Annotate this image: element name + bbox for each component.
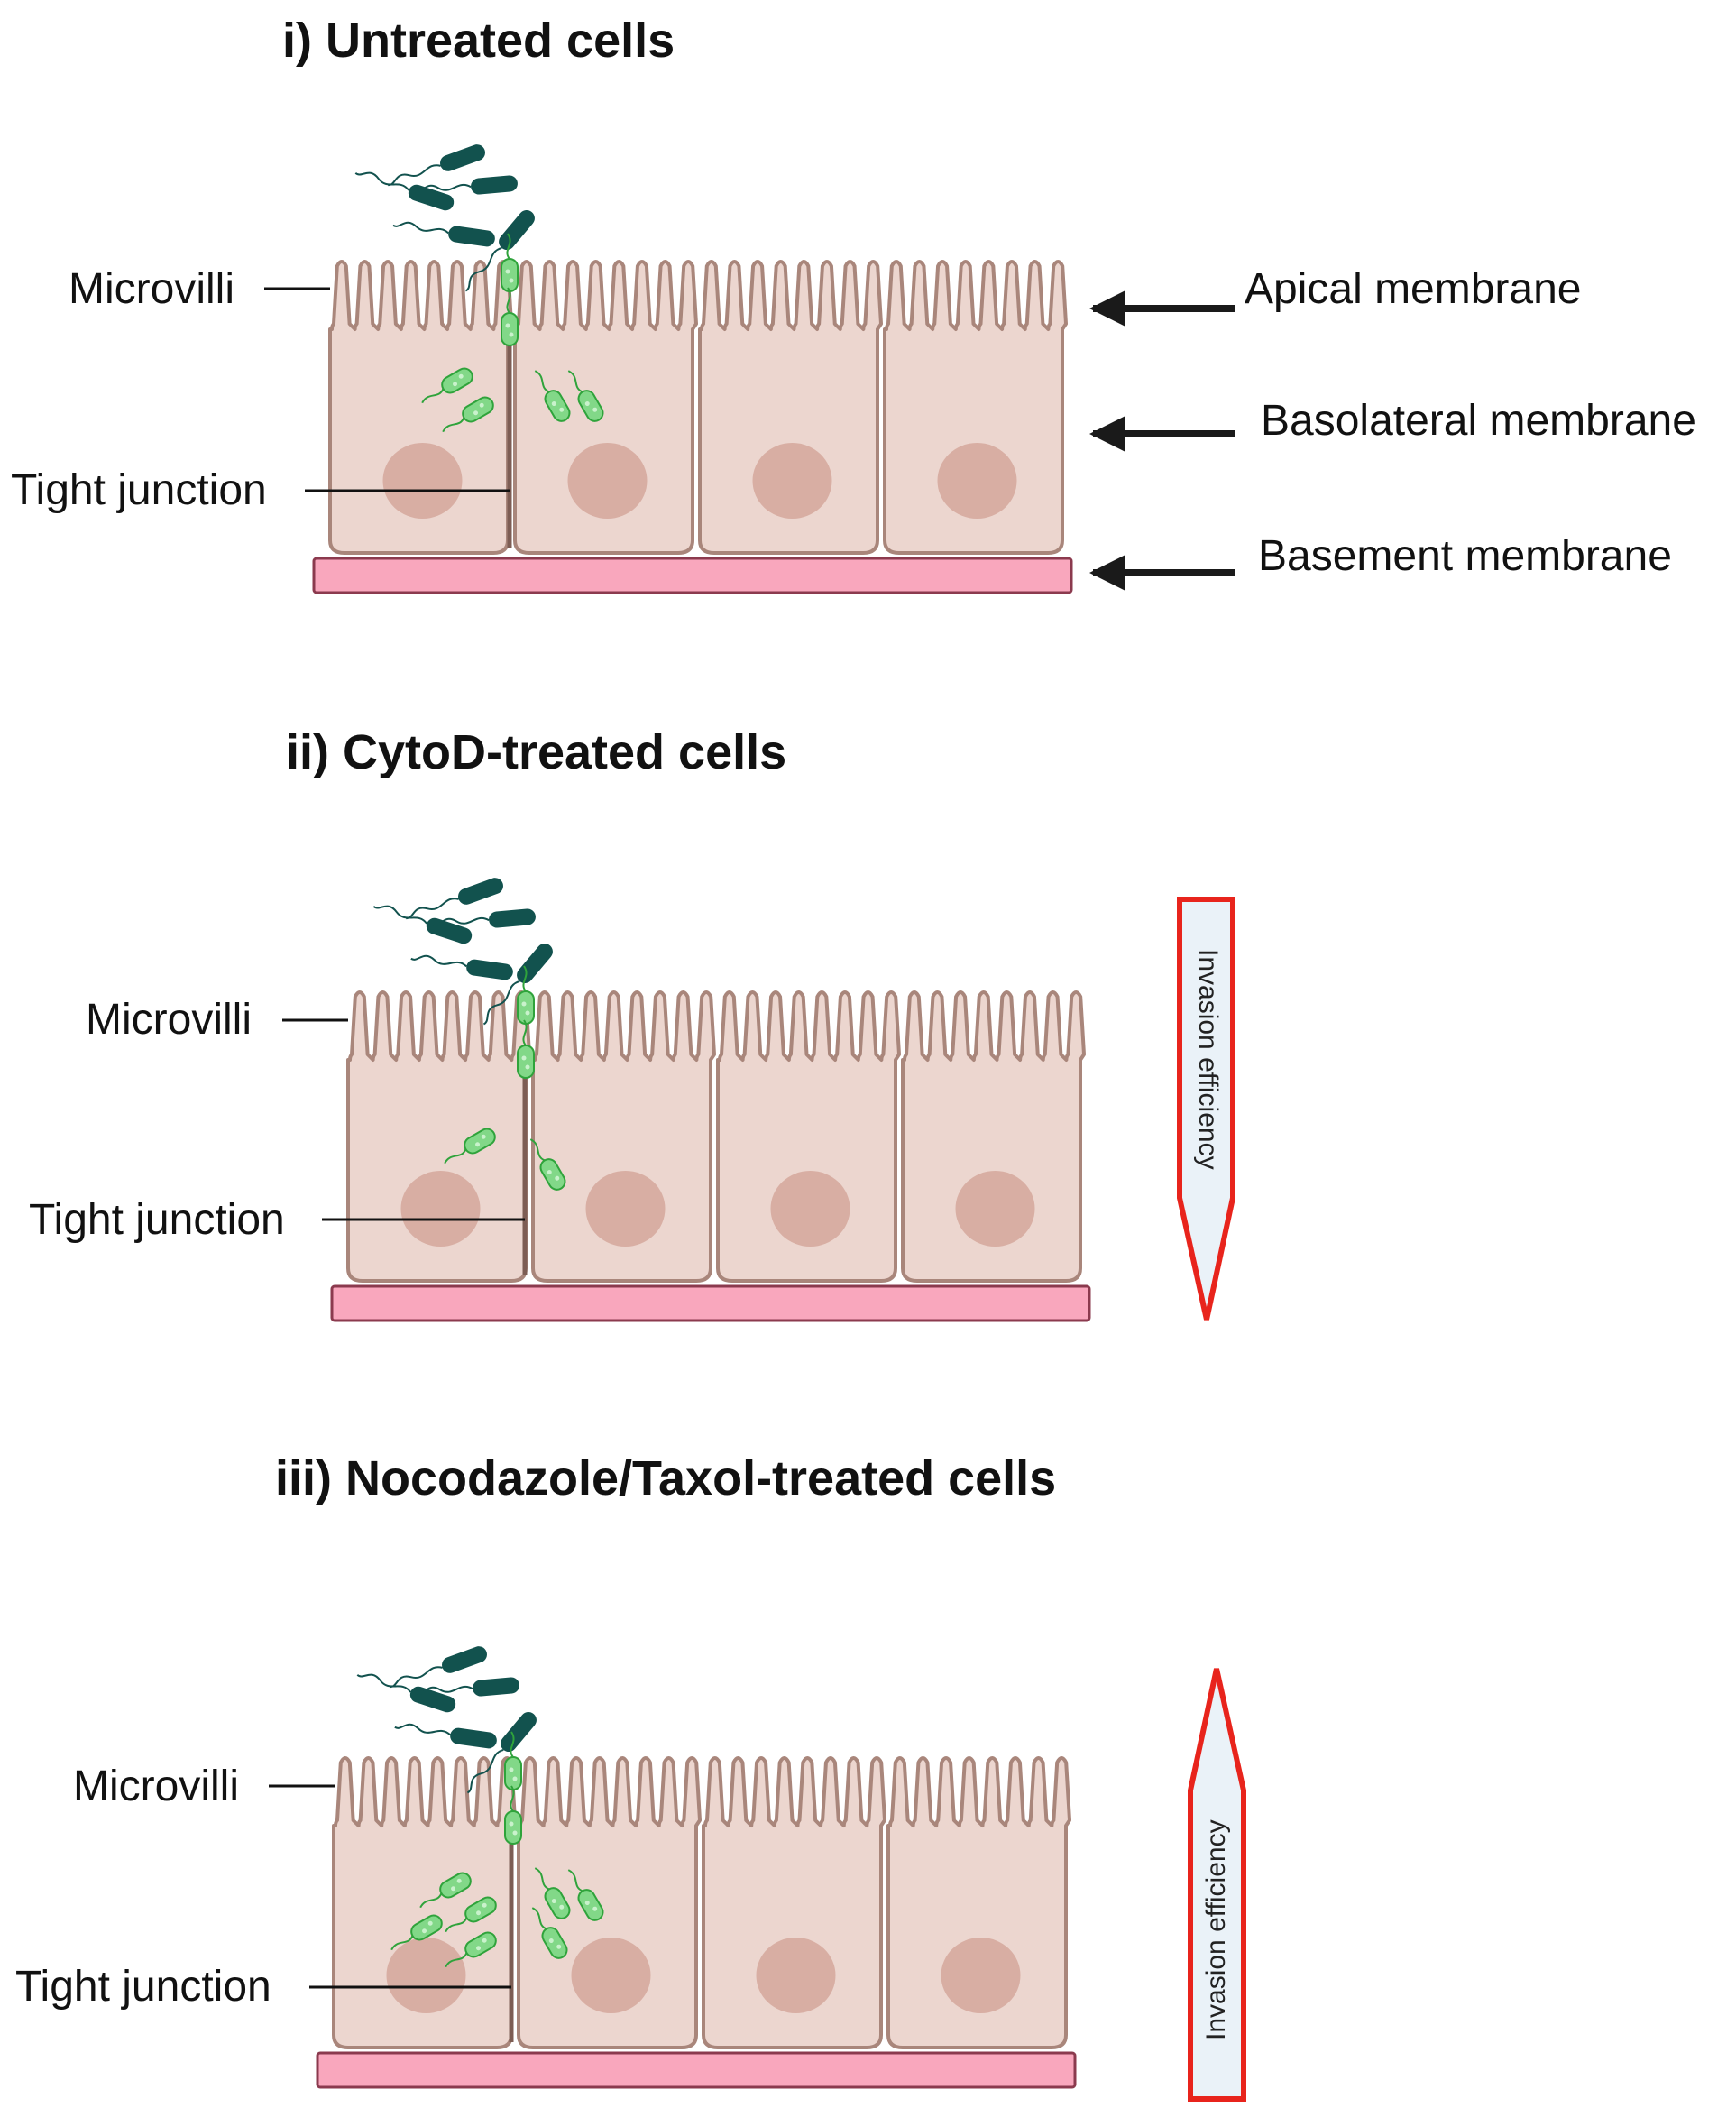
cell-body <box>886 1756 1071 2049</box>
epithelial-cell <box>698 260 883 555</box>
panel-cytod: Microvilli Tight junction Invasion effic… <box>29 878 1235 1322</box>
invasion-efficiency-up-arrow: Invasion efficiency <box>1188 1668 1246 2102</box>
cell-body <box>716 990 901 1283</box>
epithelial-cell <box>346 990 531 1283</box>
epithelial-layer <box>330 990 1091 1322</box>
nucleus-icon <box>955 1171 1035 1247</box>
bacterium-icon <box>416 1677 519 1697</box>
epithelial-cell <box>702 1756 886 2049</box>
label-microvilli: Microvilli <box>73 1763 239 1810</box>
bacterium-icon <box>390 1646 487 1689</box>
basement-membrane <box>316 2051 1077 2089</box>
nucleus-icon <box>941 1938 1021 2013</box>
epithelial-layer <box>312 260 1073 594</box>
invading-bacterium-icon <box>534 1867 571 1919</box>
nucleus-icon <box>752 443 832 519</box>
label-microvilli: Microvilli <box>69 265 234 313</box>
invasion-efficiency-label: Invasion efficiency <box>1193 949 1223 1170</box>
invasion-efficiency-label: Invasion efficiency <box>1201 1819 1231 2040</box>
invading-bacterium-icon <box>531 1907 568 1959</box>
invading-bacterium-icon <box>421 367 473 404</box>
nucleus-icon <box>585 1171 666 1247</box>
panel-title-1: i) Untreated cells <box>282 14 675 68</box>
label-microvilli: Microvilli <box>86 996 252 1044</box>
invading-bacterium-icon <box>504 1785 522 1845</box>
invading-bacterium-icon <box>504 1731 522 1790</box>
invading-bacterium-icon <box>390 1914 443 1951</box>
cell-body <box>328 260 513 555</box>
invading-bacterium-icon <box>567 1869 604 1921</box>
label-basement-membrane: Basement membrane <box>1258 532 1672 580</box>
invading-bacterium-icon <box>445 1896 497 1933</box>
bacterium-icon <box>394 1723 497 1749</box>
bacterium-icon <box>414 175 518 195</box>
bacterium-icon <box>406 878 503 920</box>
epithelial-cell <box>883 260 1068 555</box>
cell-body <box>698 260 883 555</box>
invading-bacterium-icon <box>567 370 604 422</box>
basement-membrane <box>330 1284 1091 1322</box>
epithelial-cell <box>531 990 716 1283</box>
epithelial-cell <box>513 260 698 555</box>
invading-bacterium-icon <box>529 1138 566 1191</box>
label-tight-junction: Tight junction <box>29 1196 285 1244</box>
cell-body <box>513 260 698 555</box>
bacteria-group <box>372 878 566 1191</box>
invading-bacterium-icon <box>517 1019 535 1079</box>
epithelial-cell <box>886 1756 1071 2049</box>
invading-bacterium-icon <box>444 1128 496 1164</box>
panel-title-3: iii) Nocodazole/Taxol-treated cells <box>275 1451 1056 1505</box>
epithelial-cell <box>901 990 1086 1283</box>
label-tight-junction: Tight junction <box>15 1963 271 2011</box>
invading-bacterium-icon <box>501 287 519 346</box>
bacterium-icon <box>388 144 485 187</box>
nucleus-icon <box>937 443 1017 519</box>
nucleus-icon <box>756 1938 836 2013</box>
invading-bacterium-icon <box>445 1931 497 1968</box>
bacterium-icon <box>410 954 513 980</box>
cell-body <box>901 990 1086 1283</box>
basement-membrane <box>312 557 1073 594</box>
nucleus-icon <box>567 443 648 519</box>
epithelial-cell <box>328 260 513 555</box>
bacterium-icon <box>432 908 536 928</box>
cell-body <box>531 990 716 1283</box>
label-basolateral-membrane: Basolateral membrane <box>1261 397 1696 445</box>
bacteria-group <box>354 144 604 433</box>
label-tight-junction: Tight junction <box>11 466 267 514</box>
invading-bacterium-icon <box>442 396 494 433</box>
epithelial-cell <box>517 1756 702 2049</box>
nucleus-icon <box>571 1938 651 2013</box>
invading-bacterium-icon <box>534 370 571 422</box>
nucleus-icon <box>382 443 463 519</box>
cell-body <box>883 260 1068 555</box>
label-apical-membrane: Apical membrane <box>1245 265 1582 313</box>
panel-nocodazole-taxol: Microvilli Tight junction Invasion effic… <box>15 1646 1246 2102</box>
bacterium-icon <box>392 221 495 247</box>
invading-bacterium-icon <box>419 1872 472 1909</box>
cell-body <box>346 990 531 1283</box>
panel-title-2: ii) CytoD-treated cells <box>286 725 786 779</box>
invading-bacterium-icon <box>501 233 519 292</box>
nucleus-icon <box>770 1171 850 1247</box>
bacterium-icon <box>464 209 535 292</box>
bacteria-group <box>356 1646 604 1968</box>
invasion-efficiency-down-arrow: Invasion efficiency <box>1177 897 1235 1321</box>
epithelial-cell <box>716 990 901 1283</box>
nucleus-icon <box>386 1938 466 2013</box>
epithelial-layer <box>316 1756 1077 2089</box>
cell-body <box>702 1756 886 2049</box>
bacterium-icon <box>466 1711 537 1794</box>
cell-body <box>517 1756 702 2049</box>
nucleus-icon <box>400 1171 481 1247</box>
panel-untreated: Microvilli Tight junction Apical membran… <box>11 144 1696 594</box>
